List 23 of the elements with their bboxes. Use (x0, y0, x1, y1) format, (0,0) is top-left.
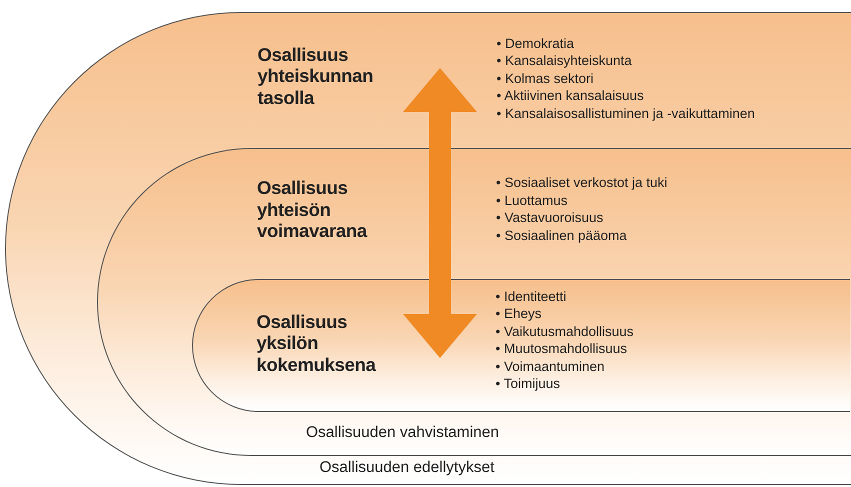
list-item: • Demokratia (496, 34, 575, 52)
band-heading: Osallisuus yhteiskunnan tasolla (258, 44, 374, 108)
list-item: • Sosiaaliset verkostot ja tuki (496, 174, 668, 192)
list-item: • Identiteetti (496, 288, 568, 306)
list-item: • Aktiivinen kansalaisuus (496, 87, 645, 105)
list-item: • Luottamus (496, 192, 569, 210)
list-item: • Vaikutusmahdollisuus (496, 322, 634, 340)
rounded-band (5, 12, 851, 485)
list-item: • Toimijuus (496, 375, 562, 394)
list-item: • Eheys (496, 305, 542, 323)
band-heading: Osallisuus yhteisön voimavarana (257, 177, 368, 242)
rounded-band (96, 148, 850, 456)
rounded-band (192, 279, 850, 412)
band-heading: Osallisuus yksilön kokemuksena (256, 310, 377, 375)
list-item: • Vastavuoroisuus (496, 209, 604, 227)
list-item: • Kansalaisosallistuminen ja -vaikuttaminen (496, 104, 755, 122)
list-item: • Kansalaisyhteiskunta (496, 52, 633, 70)
list-item: • Sosiaalinen pääoma (496, 226, 628, 244)
band-label: Osallisuuden edellytykset (320, 458, 494, 476)
band-label: Osallisuuden vahvistaminen (306, 424, 499, 442)
list-item: • Kolmas sektori (496, 70, 595, 88)
list-item: • Muutosmahdollisuus (496, 340, 628, 358)
list-item: • Voimaantuminen (496, 358, 606, 376)
